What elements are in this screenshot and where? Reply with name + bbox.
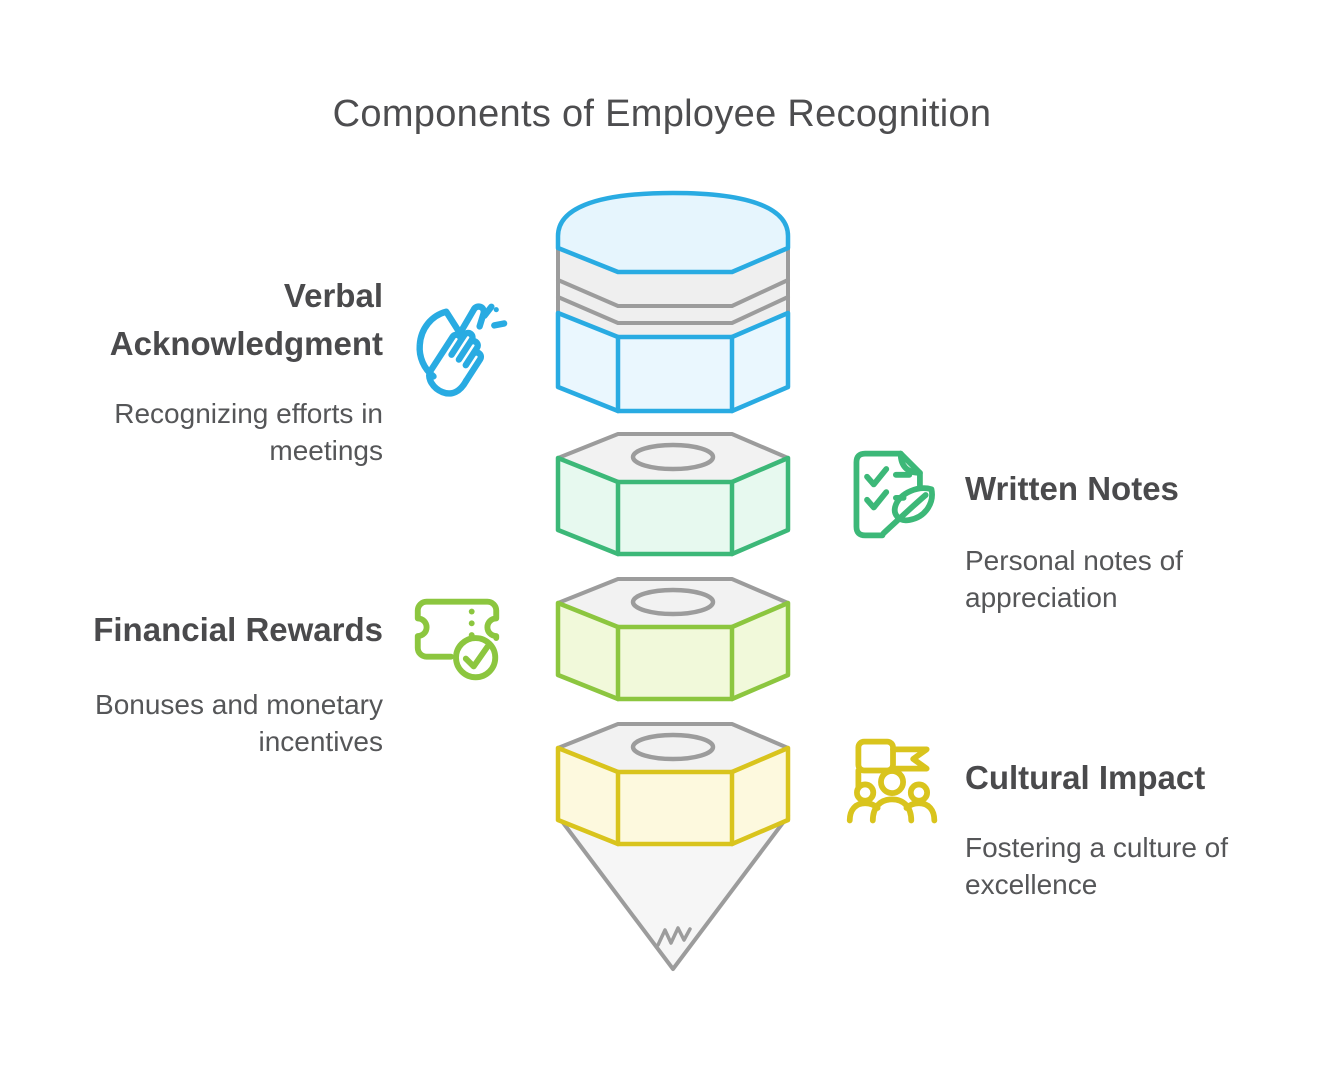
barrel-top-hole [630, 442, 716, 472]
item-description-verbal-acknowledgment: Recognizing efforts in meetings [114, 398, 383, 466]
checklist-feather-icon [843, 445, 943, 545]
pencil-barrel-top [555, 432, 791, 557]
ferrule-stripe [556, 278, 790, 308]
item-title-financial-rewards: Financial Rewards [93, 611, 383, 648]
pencil-barrel-bottom [555, 722, 791, 847]
pencil-diagram [540, 180, 806, 980]
item-description-written-notes: Personal notes of appreciation [965, 545, 1183, 613]
item-title-cultural-impact: Cultural Impact [965, 759, 1206, 796]
ferrule-stripe [556, 295, 790, 325]
barrel-middle-hole [630, 587, 716, 617]
item-title-verbal-acknowledgment: Verbal Acknowledgment [109, 277, 383, 362]
barrel-bottom-hole [630, 732, 716, 762]
item-description-financial-rewards: Bonuses and monetary incentives [95, 689, 383, 757]
eraser-hex-edges [615, 334, 735, 414]
barrel-middle-edges [615, 624, 735, 702]
page-title: Components of Employee Recognition [332, 93, 992, 135]
clapping-hands-icon [408, 296, 510, 398]
item-title-written-notes: Written Notes [965, 470, 1179, 507]
barrel-bottom-edges [615, 769, 735, 847]
eraser-dome [555, 190, 791, 275]
flag-team-icon [843, 733, 943, 833]
pencil-eraser-cap [555, 190, 791, 275]
pencil-barrel-middle [555, 577, 791, 702]
barrel-top-edges [615, 479, 735, 557]
tip-crack-mark [656, 926, 692, 947]
ticket-check-icon [406, 588, 508, 690]
item-description-cultural-impact: Fostering a culture of excellence [965, 832, 1229, 900]
pencil-eraser-hex-segment [555, 310, 791, 414]
